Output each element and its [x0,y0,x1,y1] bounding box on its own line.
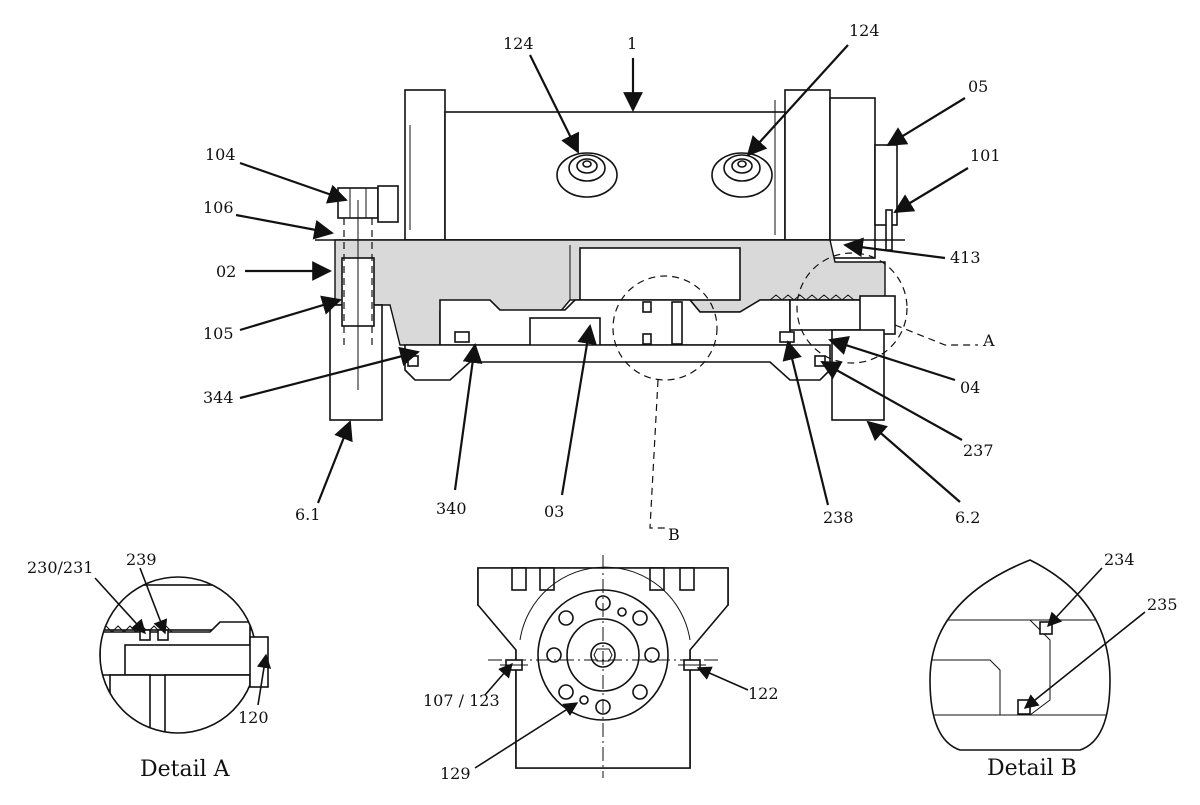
label-413: 413 [950,248,981,267]
detail-captions: Detail A Detail B [140,756,1077,782]
label-106: 106 [203,198,234,217]
label-104: 104 [205,145,236,164]
label-02: 02 [216,262,236,281]
label-238: 238 [823,508,854,527]
label-129: 129 [440,764,471,783]
label-230-231: 230/231 [27,558,93,577]
label-124-left: 124 [503,34,534,53]
port-fitting-left [556,152,618,198]
label-122: 122 [748,684,779,703]
label-b: B [668,525,680,544]
end-view [477,555,729,778]
label-1: 1 [627,34,637,53]
label-05: 05 [968,77,988,96]
label-235: 235 [1147,595,1178,614]
label-120: 120 [238,708,269,727]
base-plate [404,344,831,381]
left-end-cap [404,89,446,241]
label-344: 344 [203,388,234,407]
label-101: 101 [970,146,1001,165]
label-237: 237 [963,441,994,460]
detail-b-circle [612,275,718,381]
port-fitting-right [711,152,773,198]
seal-235 [1017,699,1031,715]
label-04: 04 [960,378,980,397]
label-105: 105 [203,324,234,343]
label-234: 234 [1104,550,1135,569]
right-end-cap [784,89,831,241]
label-340: 340 [436,499,467,518]
label-6-1: 6.1 [295,505,320,524]
label-124-right: 124 [849,21,880,40]
caption-detail-a: Detail A [140,757,231,782]
right-flange [829,97,876,259]
main-assembly-view [315,89,978,529]
label-a: A [982,331,995,350]
pin-101 [885,209,893,251]
label-239: 239 [126,550,157,569]
label-6-2: 6.2 [955,508,980,527]
grease-nipple-right [678,659,706,671]
detail-a-view [99,576,269,734]
callout-labels: 124 1 124 05 101 104 106 02 105 413 A 04… [27,21,1178,783]
leader-lines [94,44,1146,769]
label-03: 03 [544,502,564,521]
label-107-123: 107 / 123 [423,691,500,710]
detail-b-frame [929,559,1111,751]
caption-detail-b: Detail B [987,756,1077,781]
